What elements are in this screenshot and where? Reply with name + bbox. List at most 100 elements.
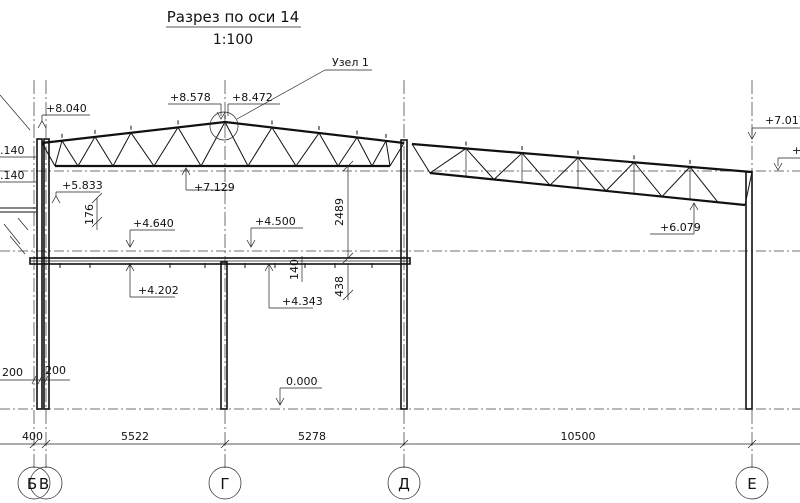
- dim-span-3: 10500: [561, 430, 596, 443]
- dim-tick: [41, 439, 51, 449]
- truss-right-end-right: [744, 171, 753, 206]
- truss-diagonal: [271, 127, 297, 167]
- level-5833: +5.833: [62, 179, 103, 192]
- axis-bubble-b: [17, 466, 51, 500]
- dim-200-left: 200: [2, 366, 23, 379]
- level-6079: +6.079: [660, 221, 701, 234]
- truss-right-bottom-chord: [429, 171, 746, 207]
- dim-span-1: 5522: [121, 430, 149, 443]
- section-title: Разрез по оси 14: [167, 8, 300, 26]
- level-8578: +8.578: [170, 91, 211, 104]
- axis-markers: Б В Г Д Е: [17, 466, 769, 500]
- level-triangle: [747, 131, 757, 140]
- level-0000: 0.000: [286, 375, 318, 388]
- node-callout: Узел 1: [209, 56, 372, 141]
- truss-right-web: [429, 141, 719, 203]
- level-triangle: [773, 162, 783, 171]
- column-g: [220, 261, 228, 410]
- truss-diagonal: [200, 121, 226, 167]
- level-cut-1: .140: [0, 144, 25, 157]
- truss-diagonal: [465, 148, 495, 180]
- dim-tick: [43, 375, 49, 385]
- dim-400: 400: [22, 430, 43, 443]
- dim-176: 176: [83, 204, 96, 225]
- level-cut-2: .140: [0, 169, 25, 182]
- dim-tick: [342, 289, 354, 301]
- truss-diagonal: [385, 140, 391, 167]
- truss-left: [41, 115, 405, 168]
- truss-diagonal: [54, 140, 63, 167]
- level-lines: [0, 170, 800, 410]
- truss-diagonal: [371, 140, 387, 167]
- truss-diagonal: [77, 136, 96, 167]
- level-4640: +4.640: [133, 217, 174, 230]
- dim-tick: [342, 252, 354, 264]
- level-4500: +4.500: [255, 215, 296, 228]
- truss-right-end-left: [411, 143, 431, 174]
- hatch-line: [9, 235, 26, 255]
- dim-tick: [399, 439, 409, 449]
- axis-label-v: В: [39, 475, 49, 493]
- span-dimensions: 400 5522 5278 10500: [0, 430, 800, 449]
- dim-tick: [91, 192, 103, 204]
- level-triangle: [51, 195, 61, 204]
- wall-fragment: [0, 94, 36, 255]
- level-marks: +8.040 +8.578 +8.472 +7.017 +6 +7.129 +6…: [0, 91, 800, 406]
- truss-right-top-chord: [411, 142, 753, 174]
- truss-diagonal: [153, 127, 179, 167]
- hatch-line: [17, 217, 29, 231]
- hatch-line: [3, 223, 21, 245]
- grid-axes: [33, 80, 753, 470]
- dim-tick: [220, 439, 230, 449]
- truss-diagonal: [94, 136, 114, 167]
- dim-tick: [91, 216, 103, 228]
- dim-span-2: 5278: [298, 430, 326, 443]
- truss-diagonal: [61, 140, 79, 167]
- truss-left-end-right: [389, 142, 405, 167]
- truss-diagonal: [521, 152, 551, 186]
- level-triangle: [216, 111, 226, 120]
- leader-line: [0, 94, 31, 131]
- truss-diagonal: [689, 166, 719, 203]
- level-4343: +4.343: [282, 295, 323, 308]
- dim-tick: [31, 375, 37, 385]
- axis-label-b: Б: [27, 475, 37, 493]
- dim-tick: [747, 439, 757, 449]
- axis-bubble-v: [29, 466, 63, 500]
- truss-diagonal: [605, 161, 635, 192]
- truss-diagonal: [295, 132, 320, 167]
- truss-diagonal: [224, 121, 249, 167]
- axis-label-d: Д: [398, 475, 410, 493]
- column-offset-dims: 200 200: [0, 364, 70, 385]
- dim-200-right: 200: [45, 364, 66, 377]
- truss-diagonal: [429, 148, 467, 174]
- truss-diagonal: [112, 132, 132, 167]
- crane-beam: [29, 257, 411, 268]
- truss-diagonal: [177, 127, 202, 167]
- dim-tick: [29, 439, 39, 449]
- columns: [36, 138, 753, 410]
- beam-purlins: [59, 263, 373, 268]
- axis-bubble-d: [387, 466, 421, 500]
- section-scale: 1:100: [213, 32, 253, 48]
- level-triangle: [37, 120, 47, 129]
- level-8472: +8.472: [232, 91, 273, 104]
- truss-left-web: [54, 115, 391, 167]
- level-right-cut: +6: [792, 144, 800, 157]
- truss-diagonal: [493, 152, 523, 180]
- dim-2489: 2489: [333, 198, 346, 226]
- truss-diagonal: [661, 166, 691, 197]
- axis-label-g: Г: [220, 475, 229, 493]
- truss-diagonal: [356, 137, 373, 167]
- truss-diagonal: [337, 137, 358, 167]
- dim-tick: [342, 160, 354, 172]
- truss-diagonal: [247, 127, 273, 167]
- callout-leader: [236, 69, 326, 120]
- column-d: [400, 139, 408, 410]
- dim-tick: [37, 375, 43, 385]
- truss-diagonal: [130, 132, 155, 167]
- column-b: [36, 138, 43, 410]
- callout-label: Узел 1: [332, 56, 369, 69]
- axis-bubble-g: [208, 466, 242, 500]
